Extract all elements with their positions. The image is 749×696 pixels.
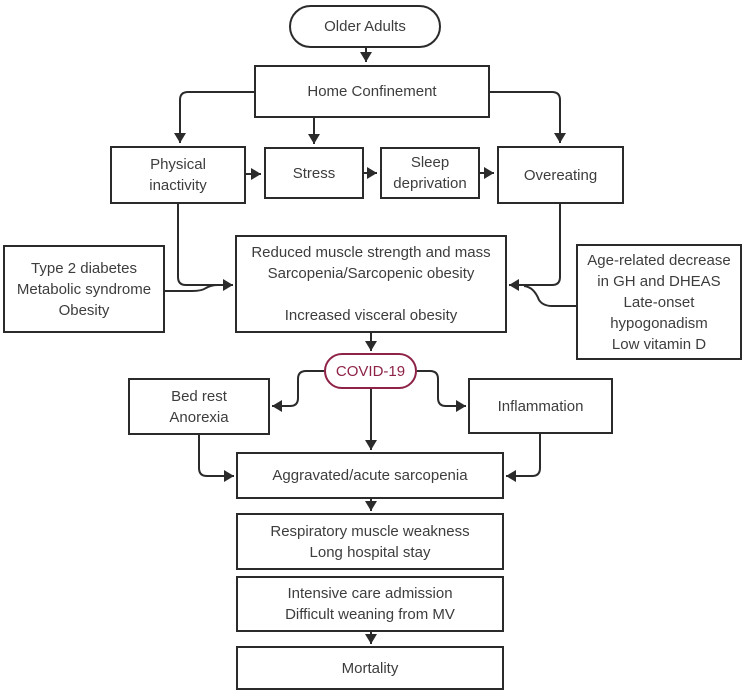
bed-rest-line: Bed rest (171, 387, 227, 405)
intensive-care-line: Difficult weaning from MV (285, 606, 455, 623)
node-mortality: Mortality (236, 646, 504, 690)
node-covid-19: COVID-19 (324, 353, 417, 389)
node-type2-diabetes: Type 2 diabetes Metabolic syndrome Obesi… (3, 245, 165, 333)
age-related-line: Low vitamin D (611, 335, 707, 353)
type2-line: Obesity (58, 301, 110, 319)
arrow-home-to-physical (174, 91, 254, 143)
central-line: Sarcopenia/Sarcopenic obesity (267, 265, 475, 282)
aggravated-label: Aggravated/acute sarcopenia (272, 467, 468, 484)
inflammation-label: Inflammation (497, 397, 584, 415)
node-home-confinement: Home Confinement (254, 65, 490, 118)
stress-label: Stress (292, 164, 336, 182)
age-related-line: Late-onset (623, 293, 695, 311)
line-agerelated-merge (523, 285, 576, 307)
central-line: Increased visceral obesity (284, 307, 458, 324)
physical-inactivity-line: inactivity (149, 177, 207, 194)
node-aggravated-sarcopenia: Aggravated/acute sarcopenia (236, 452, 504, 499)
arrow-overeating-to-central (509, 204, 561, 291)
arrow-physical-to-central (177, 204, 233, 291)
node-respiratory: Respiratory muscle weakness Long hospita… (236, 513, 504, 570)
central-line: Reduced muscle strength and mass (251, 244, 491, 261)
node-age-related: Age-related decrease in GH and DHEAS Lat… (576, 244, 742, 360)
node-inflammation: Inflammation (468, 378, 613, 434)
node-bed-rest: Bed rest Anorexia (128, 378, 270, 435)
arrow-bedrest-to-aggravated (198, 435, 234, 482)
intensive-care-line: Intensive care admission (287, 585, 453, 602)
age-related-line: hypogonadism (610, 314, 708, 332)
mortality-label: Mortality (341, 659, 399, 677)
arrow-covid-to-bedrest (272, 370, 324, 412)
node-stress: Stress (264, 147, 364, 199)
overeating-label: Overeating (523, 166, 598, 184)
age-related-line: Age-related decrease (587, 251, 731, 269)
node-intensive-care: Intensive care admission Difficult weani… (236, 576, 504, 632)
sleep-deprivation-line: deprivation (393, 175, 467, 192)
age-related-line: in GH and DHEAS (597, 272, 721, 290)
arrow-covid-to-inflammation (417, 370, 466, 412)
bed-rest-line: Anorexia (169, 408, 229, 426)
covid-label: COVID-19 (335, 362, 406, 380)
line-type2-merge (165, 284, 219, 292)
node-older-adults: Older Adults (289, 5, 441, 48)
physical-inactivity-line: Physical (150, 156, 206, 173)
arrow-home-to-overeating (490, 91, 566, 143)
central-line (237, 284, 505, 305)
type2-line: Metabolic syndrome (16, 280, 152, 298)
node-sleep-deprivation: Sleep deprivation (380, 147, 480, 199)
home-confinement-label: Home Confinement (307, 83, 437, 100)
older-adults-label: Older Adults (324, 18, 406, 35)
node-sarcopenia-central: Reduced muscle strength and mass Sarcope… (235, 235, 507, 333)
type2-line: Type 2 diabetes (31, 259, 137, 277)
sleep-deprivation-line: Sleep (410, 154, 450, 171)
arrow-inflammation-to-aggravated (506, 434, 541, 482)
node-overeating: Overeating (497, 146, 624, 204)
node-physical-inactivity: Physical inactivity (110, 146, 246, 204)
respiratory-line: Long hospital stay (309, 543, 431, 561)
respiratory-line: Respiratory muscle weakness (270, 522, 470, 540)
